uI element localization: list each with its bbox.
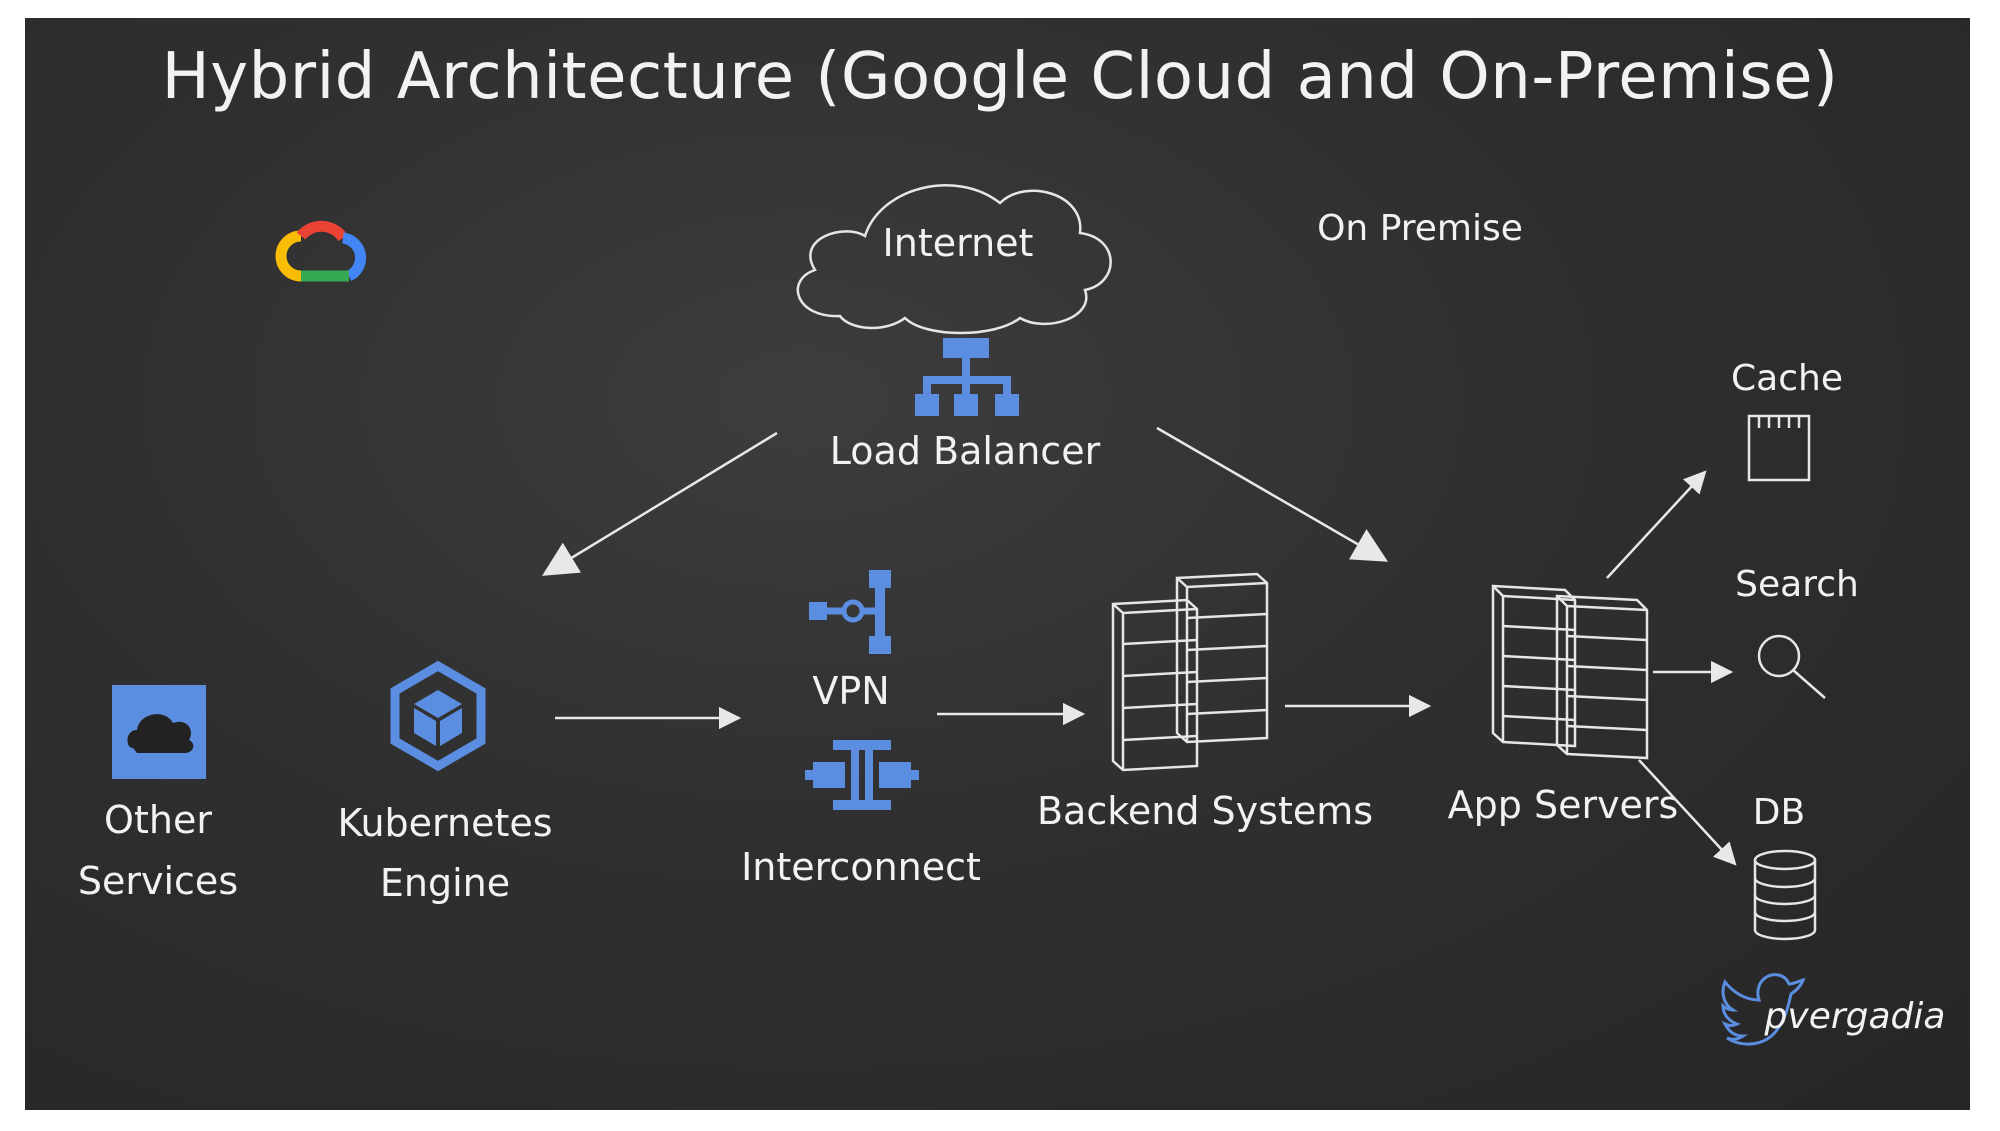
cache-label: Cache: [1731, 358, 1843, 399]
architecture-diagram: Hybrid Architecture (Google Cloud and On…: [78, 40, 1946, 1046]
arrow-lb-to-kubernetes: [542, 431, 778, 576]
db-label: DB: [1753, 792, 1805, 833]
load-balancer-icon: [915, 338, 1019, 416]
internet-label: Internet: [883, 221, 1034, 265]
app-servers-icon: [1491, 584, 1649, 760]
kubernetes-engine-label-line2: Engine: [380, 861, 510, 905]
vpn-icon: [809, 570, 891, 654]
interconnect-label: Interconnect: [741, 845, 981, 889]
twitter-bird-icon: [1721, 973, 1806, 1046]
load-balancer-label: Load Balancer: [830, 429, 1101, 473]
kubernetes-engine-icon: [390, 660, 486, 772]
arrow-app-to-cache: [1606, 470, 1707, 579]
interconnect-icon: [805, 740, 919, 810]
author-handle: pvergadia: [1764, 996, 1946, 1037]
arrow-app-to-db: [1638, 759, 1737, 866]
google-cloud-logo: [275, 220, 367, 282]
kubernetes-engine-label-line1: Kubernetes: [337, 801, 552, 845]
other-services-label-line1: Other: [104, 798, 212, 842]
on-premise-label: On Premise: [1317, 208, 1523, 249]
arrow-lb-to-backend: [1156, 426, 1389, 562]
search-magnifier-icon: [1757, 634, 1826, 699]
internet-cloud-icon: [796, 184, 1112, 335]
diagram-title: Hybrid Architecture (Google Cloud and On…: [162, 40, 1839, 114]
other-services-icon: [112, 685, 206, 779]
chalkboard: Hybrid Architecture (Google Cloud and On…: [25, 18, 1970, 1110]
search-label: Search: [1735, 564, 1859, 605]
app-servers-label: App Servers: [1448, 783, 1679, 827]
other-services-label-line2: Services: [78, 859, 238, 903]
vpn-label: VPN: [812, 669, 889, 713]
cache-card-icon: [1747, 414, 1811, 482]
backend-systems-label: Backend Systems: [1037, 789, 1373, 833]
backend-servers-icon: [1111, 572, 1269, 772]
database-icon: [1753, 849, 1817, 941]
